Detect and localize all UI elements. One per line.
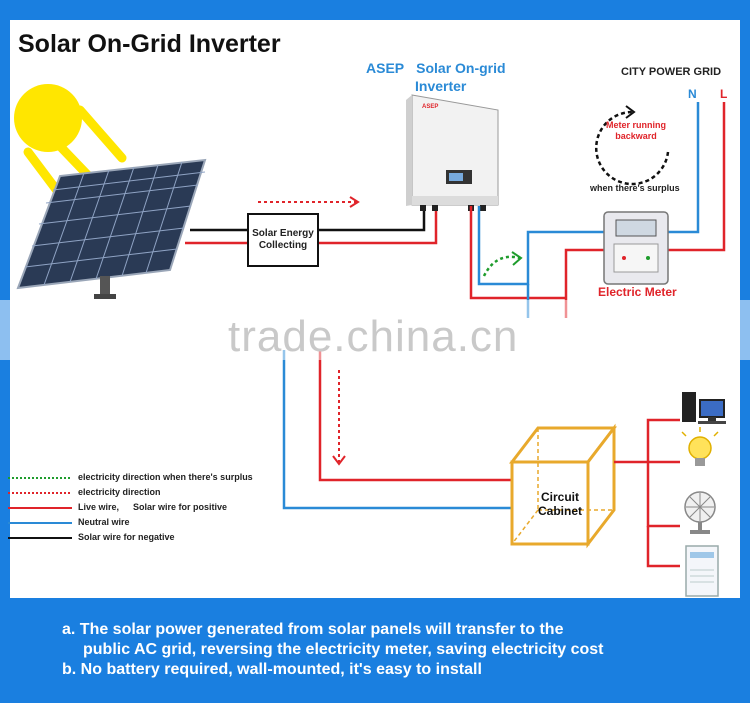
computer-icon bbox=[682, 392, 726, 424]
legend-text: electricity direction bbox=[78, 487, 161, 497]
watermark: trade.china.cn bbox=[228, 312, 519, 361]
watermark-band bbox=[0, 300, 750, 360]
legend-text-secondary: Solar wire for positive bbox=[133, 502, 228, 512]
collector-line1: Solar Energy bbox=[252, 228, 314, 239]
direction-arrow-top bbox=[258, 196, 360, 208]
legend-item: electricity direction bbox=[8, 485, 268, 500]
note-a-line2: public AC grid, reversing the electricit… bbox=[83, 641, 604, 658]
inverter-icon: ASEP bbox=[406, 94, 499, 211]
legend-swatches bbox=[8, 477, 72, 539]
city-grid-title: CITY POWER GRID bbox=[621, 66, 722, 78]
page-title: Solar On-Grid Inverter bbox=[18, 30, 281, 58]
collector-box bbox=[247, 213, 319, 267]
legend: electricity direction when there's surpl… bbox=[8, 470, 268, 545]
appliance-wires bbox=[614, 418, 680, 568]
svg-text:ASEP: ASEP bbox=[422, 104, 438, 110]
legend-text: Live wire, bbox=[78, 502, 120, 512]
legend-item: Neutral wire bbox=[8, 515, 268, 530]
legend-text: Neutral wire bbox=[78, 517, 130, 527]
note-b: b. No battery required, wall-mounted, it… bbox=[62, 661, 482, 678]
panel-wires bbox=[185, 206, 438, 245]
inverter-label-line2: Inverter bbox=[415, 78, 467, 94]
collector-line2: Collecting bbox=[258, 240, 308, 251]
meter-backward-note: Meter running backward bbox=[606, 120, 666, 141]
legend-text: Solar wire for negative bbox=[78, 532, 175, 542]
inverter-label-line1: Solar On-grid bbox=[416, 60, 506, 76]
electric-meter-icon bbox=[603, 211, 669, 285]
fan-icon bbox=[684, 491, 716, 534]
surplus-arrow bbox=[482, 251, 523, 277]
live-label: L bbox=[720, 87, 728, 101]
legend-text: electricity direction when there's surpl… bbox=[78, 472, 253, 482]
electric-meter-label: Electric Meter bbox=[598, 285, 677, 299]
legend-item: Live wire, Solar wire for positive bbox=[8, 500, 268, 515]
surplus-note: when there's surplus bbox=[590, 183, 680, 193]
legend-item: Solar wire for negative bbox=[8, 530, 268, 545]
inverter-label: ASEP Solar On-grid Inverter bbox=[366, 59, 526, 95]
neutral-label: N bbox=[688, 87, 697, 101]
meter-backward-icon bbox=[595, 105, 670, 186]
solar-panel-icon bbox=[16, 158, 207, 299]
notes: a. The solar power generated from solar … bbox=[62, 620, 742, 680]
circuit-cabinet-icon bbox=[508, 423, 618, 549]
inverter-brand: ASEP bbox=[366, 60, 405, 76]
collector-label: Solar Energy Collecting bbox=[248, 228, 318, 252]
legend-item: electricity direction when there's surpl… bbox=[8, 470, 268, 485]
note-a-line1: a. The solar power generated from solar … bbox=[62, 621, 564, 638]
direction-arrow-down bbox=[332, 370, 346, 466]
light-bulb-icon bbox=[681, 427, 719, 466]
air-conditioner-icon bbox=[685, 545, 719, 597]
circuit-cabinet-label: Circuit Cabinet bbox=[537, 490, 582, 518]
